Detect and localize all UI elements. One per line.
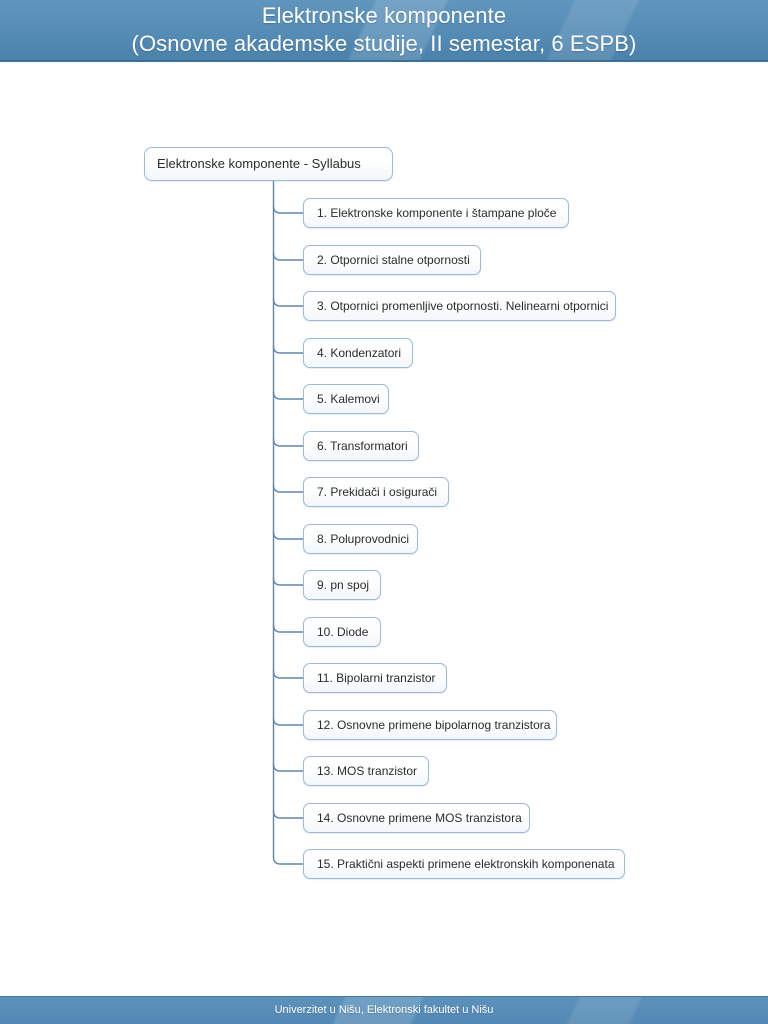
syllabus-diagram: Elektronske komponente - Syllabus 1. Ele… — [0, 62, 768, 996]
syllabus-node-label: 6. Transformatori — [317, 439, 408, 453]
elbow-2 — [272, 252, 304, 261]
elbow-15 — [272, 856, 304, 865]
elbow-14 — [272, 810, 304, 819]
syllabus-node-label: 14. Osnovne primene MOS tranzistora — [317, 811, 522, 825]
syllabus-node-label: 7. Prekidači i osigurači — [317, 485, 438, 499]
elbow-7 — [272, 484, 304, 493]
syllabus-node-15[interactable]: 15. Praktični aspekti primene elektronsk… — [303, 849, 625, 879]
syllabus-node-label: 10. Diode — [317, 625, 369, 639]
root-node-label: Elektronske komponente - Syllabus — [157, 156, 361, 171]
syllabus-node-9[interactable]: 9. pn spoj — [303, 570, 381, 600]
syllabus-node-12[interactable]: 12. Osnovne primene bipolarnog tranzisto… — [303, 710, 557, 740]
syllabus-node-5[interactable]: 5. Kalemovi — [303, 384, 389, 414]
page-footer: Univerzitet u Nišu, Elektronski fakultet… — [0, 996, 768, 1024]
syllabus-node-10[interactable]: 10. Diode — [303, 617, 381, 647]
syllabus-node-label: 15. Praktični aspekti primene elektronsk… — [317, 857, 615, 871]
elbow-9 — [272, 577, 304, 586]
syllabus-node-label: 12. Osnovne primene bipolarnog tranzisto… — [317, 718, 551, 732]
syllabus-node-label: 1. Elektronske komponente i štampane plo… — [317, 206, 557, 220]
elbow-6 — [272, 438, 304, 447]
syllabus-node-2[interactable]: 2. Otpornici stalne otpornosti — [303, 245, 481, 275]
elbow-5 — [272, 391, 304, 400]
syllabus-node-label: 4. Kondenzatori — [317, 346, 402, 360]
syllabus-node-4[interactable]: 4. Kondenzatori — [303, 338, 413, 368]
syllabus-node-14[interactable]: 14. Osnovne primene MOS tranzistora — [303, 803, 530, 833]
elbow-3 — [272, 298, 304, 307]
syllabus-node-8[interactable]: 8. Poluprovodnici — [303, 524, 418, 554]
syllabus-node-1[interactable]: 1. Elektronske komponente i štampane plo… — [303, 198, 569, 228]
syllabus-node-label: 2. Otpornici stalne otpornosti — [317, 253, 470, 267]
syllabus-node-11[interactable]: 11. Bipolarni tranzistor — [303, 663, 447, 693]
syllabus-node-label: 9. pn spoj — [317, 578, 370, 592]
elbow-11 — [272, 670, 304, 679]
page-title-line-2: (Osnovne akademske studije, II semestar,… — [131, 31, 637, 56]
connector-lines — [272, 180, 304, 865]
syllabus-node-13[interactable]: 13. MOS tranzistor — [303, 756, 429, 786]
root-node[interactable]: Elektronske komponente - Syllabus — [144, 147, 393, 181]
syllabus-node-label: 8. Poluprovodnici — [317, 532, 410, 546]
elbow-8 — [272, 531, 304, 540]
syllabus-node-label: 11. Bipolarni tranzistor — [317, 671, 436, 685]
syllabus-node-6[interactable]: 6. Transformatori — [303, 431, 419, 461]
elbow-10 — [272, 624, 304, 633]
syllabus-node-7[interactable]: 7. Prekidači i osigurači — [303, 477, 449, 507]
syllabus-node-3[interactable]: 3. Otpornici promenljive otpornosti. Nel… — [303, 291, 616, 321]
syllabus-node-label: 5. Kalemovi — [317, 392, 380, 406]
elbow-13 — [272, 763, 304, 772]
footer-text: Univerzitet u Nišu, Elektronski fakultet… — [274, 1004, 494, 1016]
page-title-line-1: Elektronske komponente — [261, 3, 507, 28]
page-header: Elektronske komponente (Osnovne akademsk… — [0, 0, 768, 62]
elbow-1 — [272, 205, 304, 214]
elbow-12 — [272, 717, 304, 726]
syllabus-node-label: 13. MOS tranzistor — [317, 764, 418, 778]
syllabus-node-label: 3. Otpornici promenljive otpornosti. Nel… — [317, 299, 609, 313]
elbow-4 — [272, 345, 304, 354]
